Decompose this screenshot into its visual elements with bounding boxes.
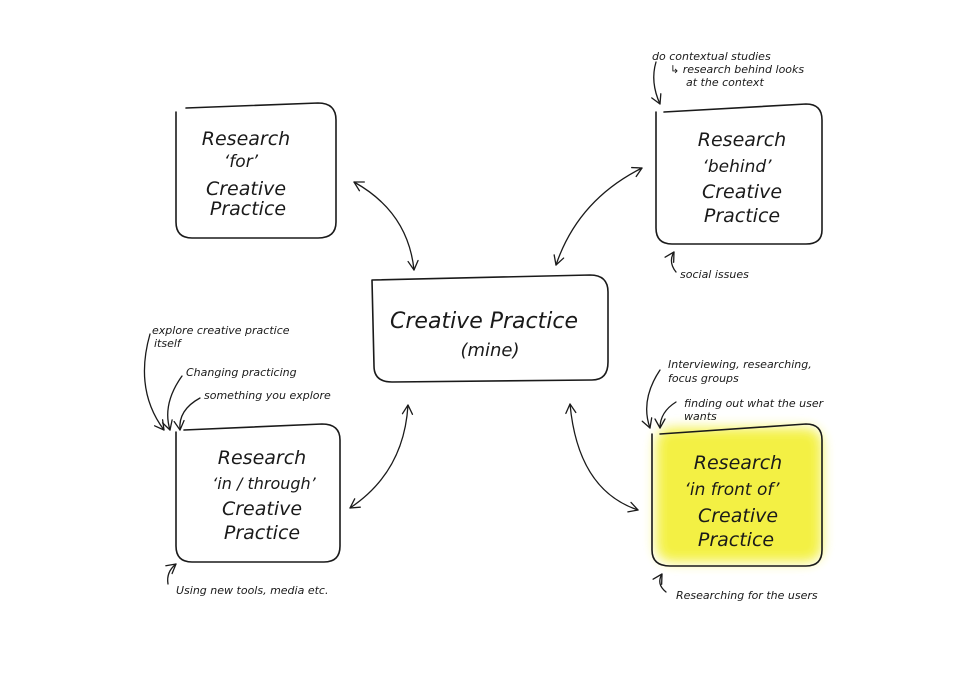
note-behind-top-1: do contextual studies [652, 50, 771, 63]
note-arrow-front-interviewing [641, 369, 661, 429]
box-for-line-3: Creative [206, 178, 286, 200]
box-behind-line-2: ‘behind’ [702, 157, 772, 177]
note-behind-bottom: social issues [680, 268, 749, 281]
note-arrow-through-something [173, 397, 201, 431]
box-behind-line-1: Research [698, 129, 786, 151]
note-through-explore-2: itself [154, 337, 183, 350]
note-behind-top-3: at the context [686, 76, 764, 89]
box-through-line-4: Practice [224, 522, 300, 544]
box-through-line-2: ‘in / through’ [212, 474, 316, 493]
arrow-through-center [349, 404, 414, 509]
note-through-explore-1: explore creative practice [152, 324, 290, 337]
note-arrow-behind-top [651, 61, 662, 105]
note-front-finding-1: finding out what the user [684, 397, 825, 410]
box-front-line-1: Research [694, 452, 782, 474]
note-arrow-through-bottom [165, 563, 177, 585]
note-arrow-through-changing [161, 375, 183, 431]
arrow-for-center [353, 181, 419, 271]
box-for-line-2: ‘for’ [224, 152, 259, 172]
note-behind-top-2: ↳ research behind looks [670, 63, 804, 76]
arrow-behind-center [553, 166, 643, 266]
box-research-in-front-of: Research ‘in front of’ Creative Practice [651, 423, 823, 567]
note-through-changing: Changing practicing [186, 366, 297, 379]
center-subtitle: (mine) [460, 340, 519, 361]
box-behind-line-4: Practice [704, 205, 780, 227]
note-through-something: something you explore [204, 389, 331, 402]
box-research-through: Research ‘in / through’ Creative Practic… [175, 423, 341, 563]
box-front-line-2: ‘in front of’ [684, 480, 780, 500]
box-creative-practice: Creative Practice (mine) [371, 274, 609, 383]
note-arrow-front-bottom [652, 573, 667, 593]
note-front-interviewing-2: focus groups [668, 372, 739, 385]
note-arrow-front-finding [654, 401, 677, 429]
box-front-line-4: Practice [698, 529, 774, 551]
center-title: Creative Practice [390, 309, 578, 334]
note-front-finding-2: wants [684, 410, 717, 423]
note-arrow-behind-bottom [664, 251, 677, 273]
box-through-line-1: Research [218, 447, 306, 469]
box-for-line-1: Research [202, 128, 290, 150]
highlight-marker [656, 428, 822, 562]
note-front-bottom: Researching for the users [676, 589, 818, 602]
box-behind-line-3: Creative [702, 181, 782, 203]
box-research-behind: Research ‘behind’ Creative Practice [655, 103, 823, 245]
box-research-for: Research ‘for’ Creative Practice [175, 102, 337, 239]
box-through-line-3: Creative [222, 498, 302, 520]
box-front-line-3: Creative [698, 505, 778, 527]
note-front-interviewing-1: Interviewing, researching, [668, 358, 812, 371]
note-arrow-through-explore [143, 333, 165, 431]
arrow-front-center [565, 403, 639, 513]
box-for-line-4: Practice [210, 198, 286, 220]
note-through-bottom: Using new tools, media etc. [176, 584, 328, 597]
